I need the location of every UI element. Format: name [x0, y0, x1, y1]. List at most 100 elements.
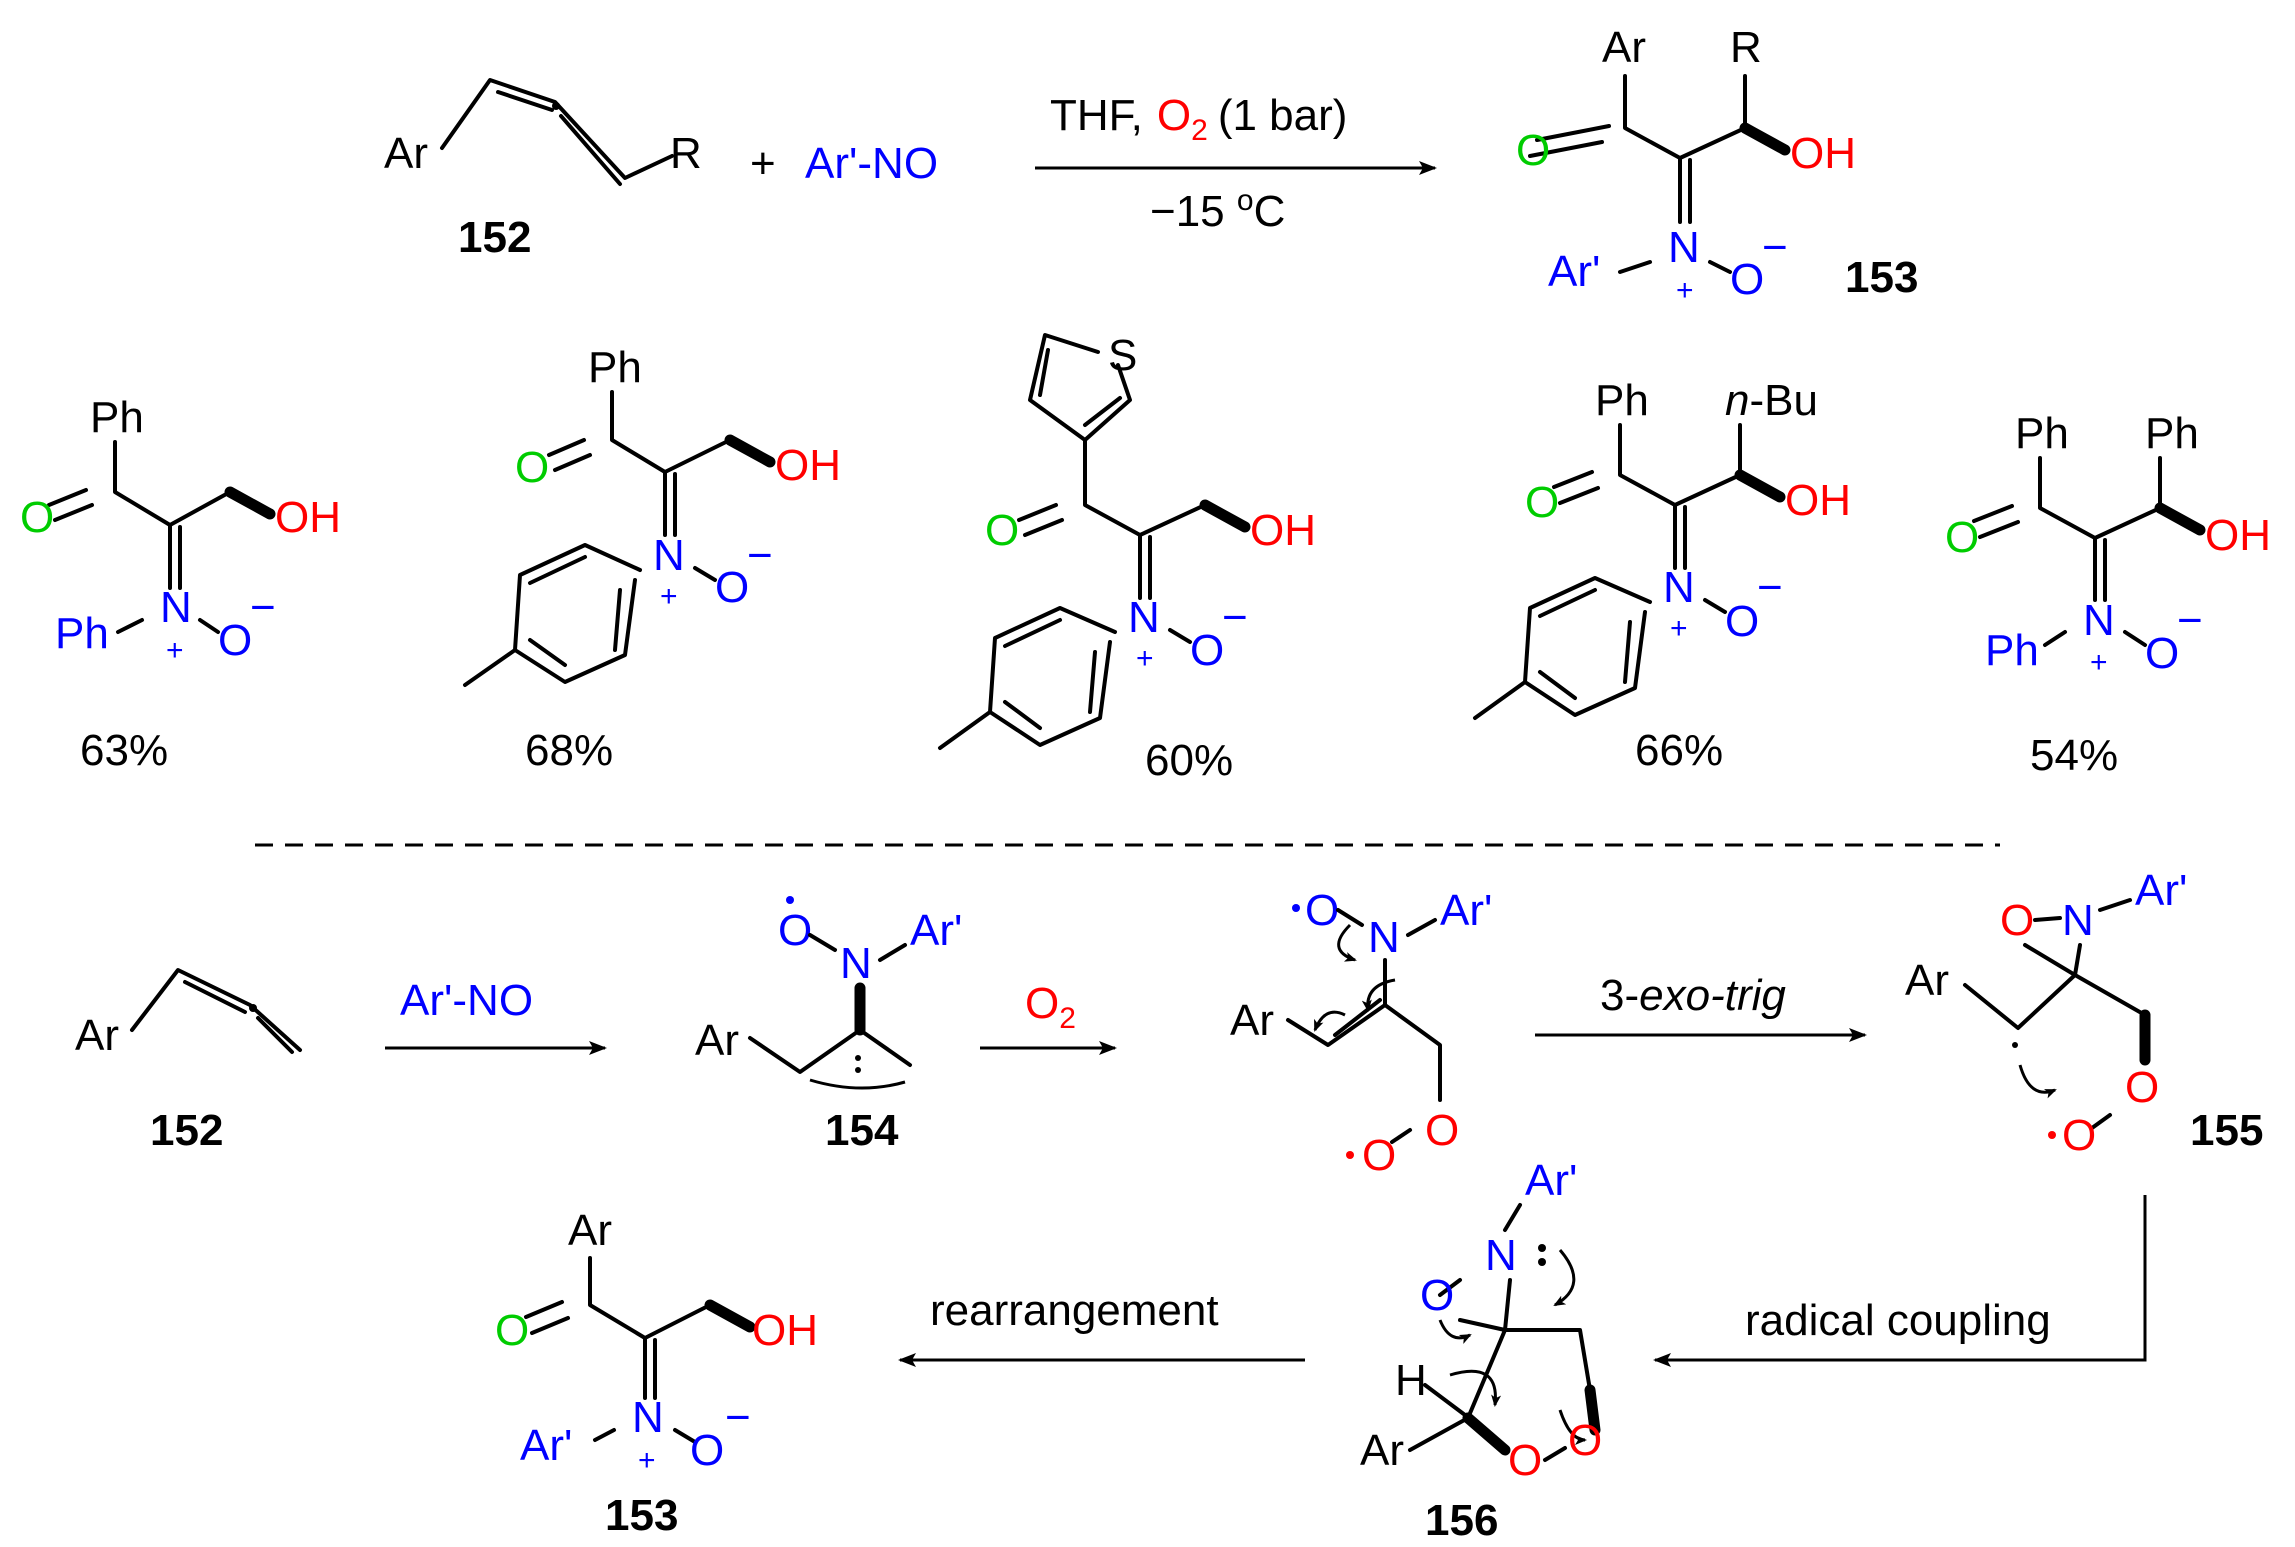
- intermediate-154: O N Ar' Ar 154: [695, 896, 962, 1155]
- nitrogen: N: [1128, 593, 1160, 642]
- peroxide-oxygen: O: [1425, 1106, 1459, 1155]
- peroxyl-radical-oxygen: O: [1362, 1131, 1396, 1180]
- compound-number: 152: [458, 213, 531, 262]
- minus-charge: −: [747, 531, 773, 580]
- nitrogen: N: [1485, 1231, 1517, 1280]
- aryl-label: Ar: [1905, 956, 1949, 1005]
- compound-number: 156: [1425, 1496, 1498, 1545]
- example-4: Ph n-Bu O OH N + O − 66%: [1473, 376, 1851, 775]
- aryl-label: Ar: [1230, 996, 1274, 1045]
- aryl-prime: Ar': [1525, 1156, 1577, 1205]
- arrow-3: 3-exo-trig: [1535, 971, 1867, 1042]
- oxide-oxygen: O: [715, 563, 749, 612]
- r-label: R: [670, 129, 702, 178]
- carbonyl-oxygen: O: [1516, 126, 1550, 175]
- compound-number: 155: [2190, 1106, 2263, 1155]
- radical-dot: [1292, 904, 1300, 912]
- aryl-prime: Ar': [1440, 886, 1492, 935]
- minus-charge: −: [1757, 563, 1783, 612]
- aryl-label: Ar: [384, 129, 428, 178]
- hydroxyl: OH: [1785, 476, 1851, 525]
- allene-152: Ar 152: [75, 968, 302, 1155]
- plus-charge: +: [660, 580, 678, 613]
- allene-center-dot: [249, 1004, 257, 1012]
- carbonyl-oxygen: O: [20, 493, 54, 542]
- arrow2-oxygen: O2: [1025, 979, 1076, 1035]
- carbonyl-oxygen: O: [495, 1306, 529, 1355]
- phenyl-label: Ph: [588, 343, 642, 392]
- aryl-label: Ar: [75, 1011, 119, 1060]
- product-153-top: Ar R O OH N + Ar' O − 153: [1516, 23, 1918, 307]
- oxide-oxygen: O: [218, 616, 252, 665]
- nitrogen: N: [1368, 913, 1400, 962]
- plus-charge: +: [1136, 642, 1154, 675]
- peroxide-oxygen-2: O: [1568, 1416, 1602, 1465]
- yield: 54%: [2030, 731, 2118, 780]
- oxygen-radical: O: [778, 906, 812, 955]
- nitrogen: N: [2083, 596, 2115, 645]
- compound-number: 154: [825, 1106, 899, 1155]
- plus-charge: +: [1670, 612, 1688, 645]
- oxide-oxygen: O: [1725, 597, 1759, 646]
- yield: 68%: [525, 726, 613, 775]
- hydroxyl: OH: [1790, 129, 1856, 178]
- aryl-prime: Ar': [910, 906, 962, 955]
- conditions-line2: −15 oC: [1150, 184, 1285, 236]
- reactant-152: Ar R 152: [384, 78, 702, 262]
- intermediate-155: O N Ar' Ar O O 155: [1905, 866, 2263, 1160]
- compound-number: 152: [150, 1106, 223, 1155]
- carbonyl-oxygen: O: [1525, 478, 1559, 527]
- nitrogen: N: [2062, 896, 2094, 945]
- peroxyl-radical-oxygen: O: [2062, 1111, 2096, 1160]
- phenyl-on-nitrogen: Ph: [55, 609, 109, 658]
- hydroxyl: OH: [1250, 506, 1316, 555]
- aryl-prime: Ar': [520, 1421, 572, 1470]
- plus-charge: +: [1676, 274, 1694, 307]
- compound-number: 153: [605, 1491, 678, 1540]
- hydrogen: H: [1395, 1356, 1427, 1405]
- phenyl-on-nitrogen: Ph: [1985, 626, 2039, 675]
- hydroxyl: OH: [775, 441, 841, 490]
- phenyl-label: Ph: [2015, 409, 2069, 458]
- aryl-prime: Ar': [2135, 866, 2187, 915]
- nitrogen: N: [1668, 223, 1700, 272]
- radical-dot: [1346, 1151, 1354, 1159]
- oxide-oxygen: O: [1190, 626, 1224, 675]
- radical-dot: [786, 896, 794, 904]
- phenyl-label-2: Ph: [2145, 409, 2199, 458]
- hydroxyl: OH: [2205, 511, 2271, 560]
- arrow4-label: radical coupling: [1745, 1296, 2051, 1345]
- nitroso-reagent: Ar'-NO: [805, 139, 938, 188]
- compound-number: 153: [1845, 253, 1918, 302]
- ring-oxygen: O: [1420, 1271, 1454, 1320]
- phenyl-label: Ph: [1595, 376, 1649, 425]
- hydroxyl: OH: [275, 493, 341, 542]
- phenyl-label: Ph: [90, 393, 144, 442]
- minus-charge: −: [1222, 593, 1248, 642]
- oxide-oxygen: O: [1730, 255, 1764, 304]
- arrow1-reagent: Ar'-NO: [400, 976, 533, 1025]
- aryl-label: Ar: [1360, 1426, 1404, 1475]
- product-153-bottom: Ar O OH N + Ar' O − 153: [495, 1206, 818, 1540]
- nitrogen: N: [1663, 563, 1695, 612]
- carbonyl-oxygen: O: [515, 443, 549, 492]
- peroxide-oxygen: O: [2125, 1063, 2159, 1112]
- oxygen-radical: O: [1305, 886, 1339, 935]
- aryl-prime: Ar': [1548, 247, 1600, 296]
- yield: 66%: [1635, 726, 1723, 775]
- nitrogen: N: [632, 1393, 664, 1442]
- oxide-oxygen: O: [690, 1426, 724, 1475]
- example-3: S O OH N + O − 60%: [938, 331, 1316, 785]
- intermediate-peroxy: O N Ar' Ar O O: [1230, 886, 1492, 1180]
- carbonyl-oxygen: O: [985, 506, 1019, 555]
- plus-charge: +: [166, 634, 184, 667]
- peroxide-oxygen-1: O: [1508, 1436, 1542, 1485]
- plus-sign: +: [750, 139, 776, 188]
- minus-charge: −: [250, 583, 276, 632]
- yield: 63%: [80, 726, 168, 775]
- arrow-2: O2: [980, 979, 1117, 1055]
- arrow-4: radical coupling: [1653, 1195, 2147, 1367]
- plus-charge: +: [2090, 646, 2108, 679]
- arrow5-label: rearrangement: [930, 1286, 1219, 1335]
